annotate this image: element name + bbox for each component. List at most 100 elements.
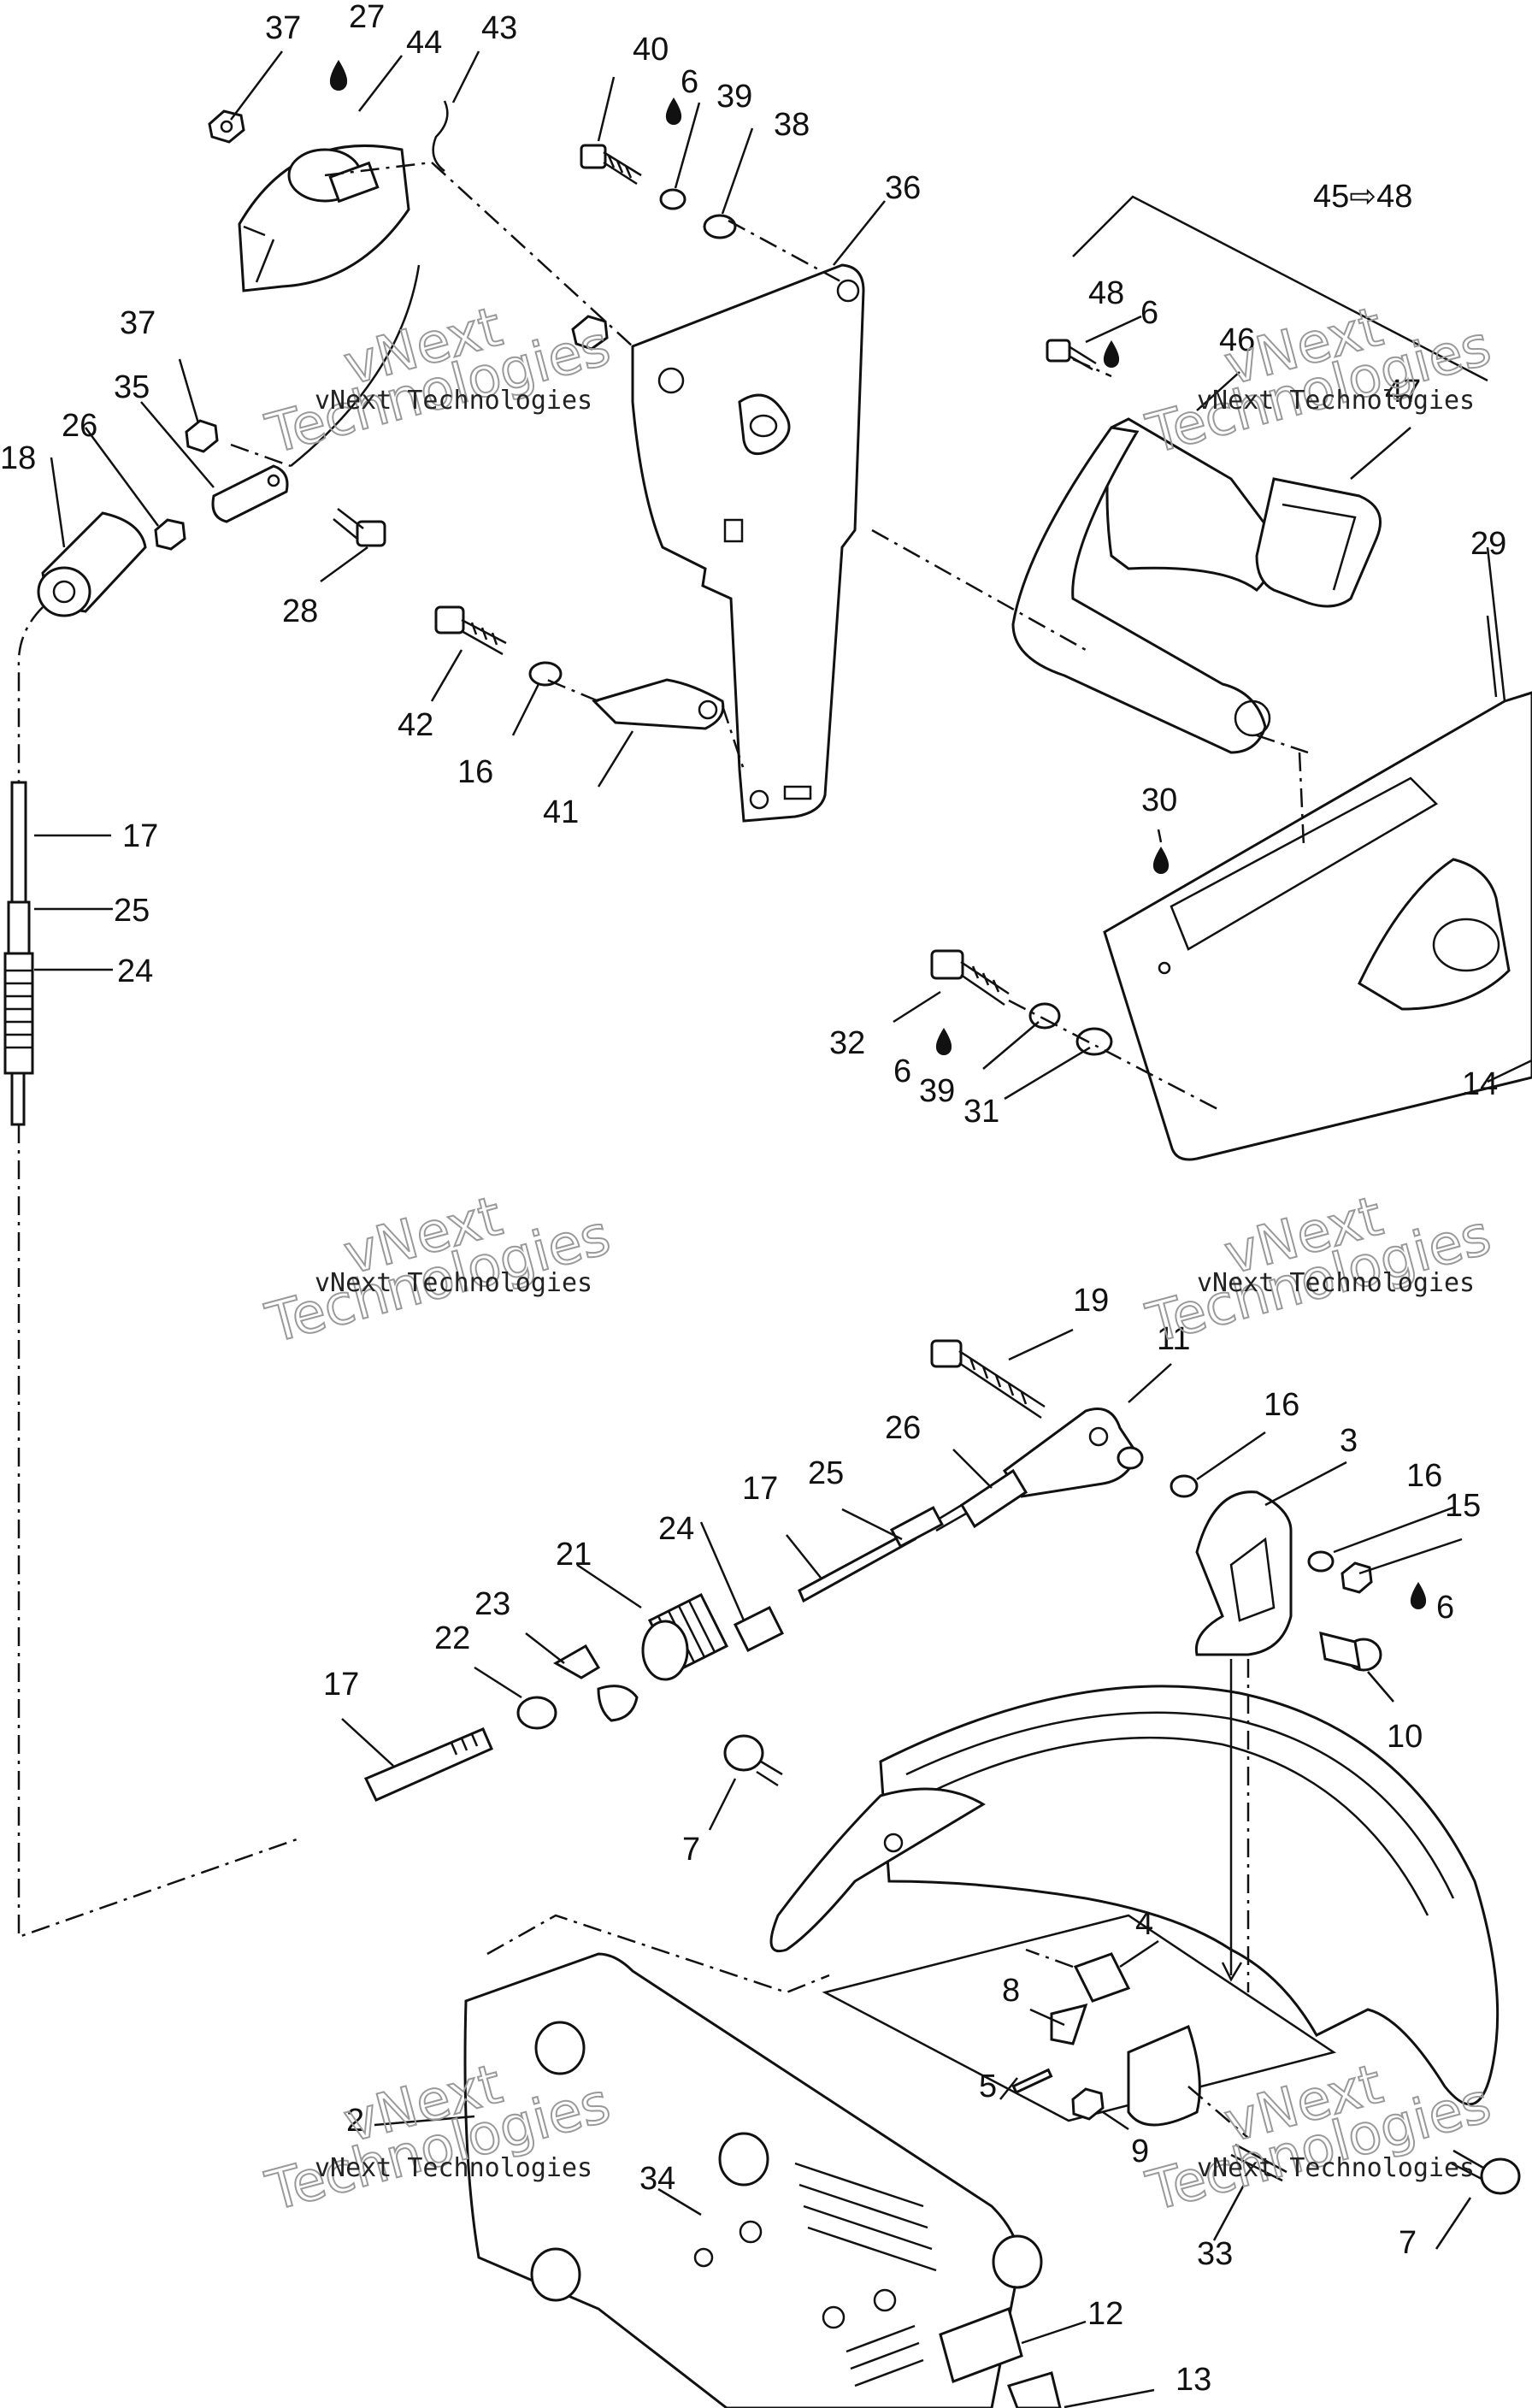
- callout-6-b: 6: [1140, 295, 1158, 331]
- callout-13: 13: [1176, 2362, 1211, 2398]
- callout-16-c: 16: [1406, 1458, 1442, 1494]
- callout-6-d: 6: [1436, 1590, 1454, 1626]
- watermark-3: vNext Technologies vNext Technologies: [259, 1184, 617, 1357]
- part-26-rod-end-lower: [933, 1468, 1028, 1532]
- part-40-bolt: [580, 144, 642, 186]
- part-15-nut: [1340, 1561, 1373, 1594]
- part-3-bracket: [1194, 1490, 1293, 1656]
- part-12-plate: [939, 2307, 1023, 2383]
- callout-18: 18: [0, 440, 36, 476]
- part-16-washer-b: [1170, 1474, 1199, 1498]
- callout-16-b: 16: [1264, 1387, 1299, 1423]
- callout-5: 5: [979, 2069, 997, 2104]
- part-8-brush: [1050, 2003, 1088, 2045]
- part-41-cam-plate: [592, 678, 725, 730]
- callout-37-top: 37: [265, 10, 301, 46]
- watermark-4: vNext Technologies vNext Technologies: [1140, 1184, 1498, 1357]
- svg-text:vNext Technologies: vNext Technologies: [1197, 2153, 1475, 2183]
- part-17-rod: [363, 1727, 493, 1802]
- callout-33: 33: [1197, 2236, 1233, 2272]
- callout-7-lower: 7: [1399, 2225, 1417, 2261]
- part-43-clip: [432, 100, 449, 172]
- callout-19: 19: [1073, 1283, 1109, 1319]
- callout-25-mid: 25: [808, 1455, 844, 1491]
- callout-28: 28: [282, 593, 318, 629]
- callout-6-a: 6: [681, 64, 698, 100]
- part-17-25-24-inner-cable: [733, 1506, 944, 1653]
- part-37-nut-top: [208, 109, 245, 144]
- arrow-3-to-guard: [1221, 1659, 1243, 1982]
- callout-24-left: 24: [117, 953, 153, 989]
- callout-32: 32: [829, 1025, 865, 1061]
- group-bracket-4-8-5-9: [822, 1914, 1337, 2122]
- part-26-nut-left: [154, 518, 186, 551]
- callout-29: 29: [1470, 526, 1506, 562]
- callout-42: 42: [398, 707, 433, 743]
- callout-45-48: 45⇨48: [1313, 179, 1412, 215]
- oil-drop-icon: [1103, 340, 1120, 368]
- callout-48: 48: [1088, 275, 1124, 311]
- callout-46: 46: [1219, 322, 1255, 358]
- oil-drop-icon: [1152, 847, 1170, 874]
- callout-6-c: 6: [893, 1054, 911, 1089]
- dashed-lines-lower: [486, 1659, 1250, 2139]
- callout-30: 30: [1141, 782, 1177, 818]
- part-7-screw-upper: [723, 1734, 783, 1787]
- callout-9: 9: [1131, 2134, 1149, 2169]
- dashed-lines-upper: [230, 161, 1309, 1113]
- callout-34: 34: [639, 2161, 675, 2197]
- part-19-bolt: [930, 1339, 1046, 1419]
- oil-drop-icon: [1410, 1582, 1427, 1609]
- callout-4: 4: [1135, 1906, 1153, 1942]
- part-9-nut: [1071, 2087, 1105, 2121]
- part-16-washer-a: [528, 661, 563, 687]
- part-36-main-plate: [631, 263, 865, 823]
- part-32-bolt: [930, 949, 1010, 1006]
- callout-24-mid: 24: [658, 1511, 694, 1547]
- callout-39-b: 39: [919, 1073, 955, 1109]
- part-38-washer: [703, 214, 737, 239]
- part-35-rod-end: [211, 464, 289, 523]
- part-31-washer: [1075, 1027, 1113, 1056]
- callout-17-mid: 17: [742, 1471, 778, 1507]
- part-brush-cap: [1127, 2024, 1201, 2127]
- callout-17-left: 17: [122, 818, 158, 854]
- part-23-clip: [552, 1644, 639, 1722]
- part-47-grip: [1255, 477, 1382, 608]
- callout-7-upper: 7: [682, 1832, 700, 1868]
- watermark-2: vNext Technologies vNext Technologies: [1140, 295, 1498, 468]
- part-13-plate: [1007, 2371, 1062, 2408]
- callout-16-a: 16: [457, 754, 493, 790]
- part-11-lever: [1002, 1408, 1144, 1498]
- part-39-lock-washer-top: [659, 188, 686, 210]
- oil-drop-icon: [935, 1028, 952, 1055]
- svg-text:vNext Technologies: vNext Technologies: [315, 2153, 592, 2183]
- part-16-washer-c: [1307, 1550, 1335, 1573]
- callout-labels: 37 27 44 43 40 6 39 38 36 45⇨48 48 6 46 …: [0, 0, 1506, 2398]
- callout-36: 36: [885, 170, 921, 206]
- callout-15: 15: [1445, 1488, 1481, 1524]
- callout-26-lower: 26: [885, 1410, 921, 1446]
- part-2-motor-housing: [463, 1952, 1043, 2408]
- blade-guard: [769, 1685, 1500, 2106]
- part-22-washer: [516, 1696, 557, 1730]
- callout-37-left: 37: [120, 305, 156, 341]
- callout-26-left: 26: [62, 408, 97, 444]
- callout-41: 41: [543, 794, 579, 830]
- callout-40: 40: [633, 32, 669, 68]
- callout-12: 12: [1087, 2296, 1123, 2332]
- part-29-cover: [1103, 615, 1532, 1161]
- watermark-1: vNext Technologies vNext Technologies: [259, 295, 617, 468]
- part-21-threaded-fitting: [641, 1592, 729, 1681]
- callout-14: 14: [1462, 1066, 1498, 1102]
- part-10-shoulder-bolt: [1319, 1631, 1382, 1672]
- part-5-pin: [1011, 2068, 1053, 2094]
- callout-31: 31: [963, 1094, 999, 1130]
- callout-10: 10: [1387, 1719, 1423, 1755]
- part-7-screw-lower: [1451, 2149, 1521, 2195]
- callout-38: 38: [774, 107, 810, 143]
- callout-3: 3: [1340, 1423, 1358, 1459]
- part-17-25-24-cable: [3, 781, 34, 1126]
- svg-text:vNext Technologies: vNext Technologies: [315, 1268, 592, 1298]
